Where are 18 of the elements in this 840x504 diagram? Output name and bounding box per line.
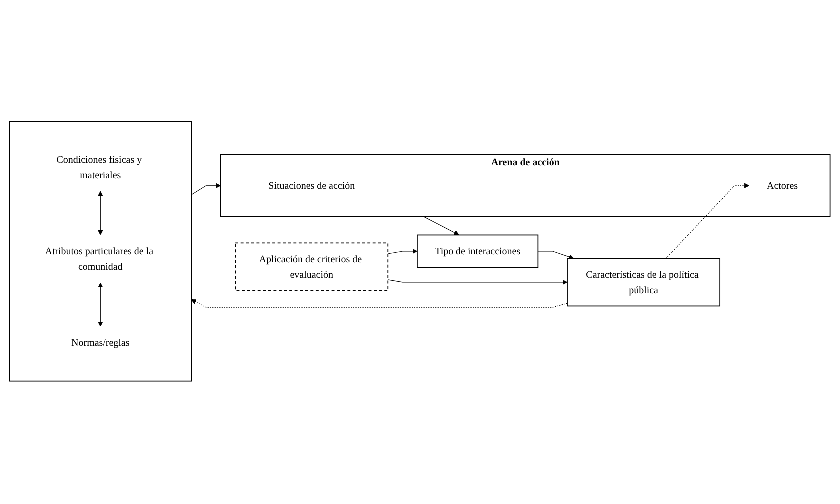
node-box: Aplicación de criterios de evaluación [235, 243, 389, 292]
node-text: Normas/reglas [72, 338, 130, 349]
arrow [98, 283, 104, 328]
arrow [191, 300, 568, 308]
node-text: Actores [767, 180, 798, 192]
arrow [98, 192, 104, 236]
arrow [388, 280, 568, 286]
arrow [538, 252, 574, 260]
node-box: Tipo de interacciones [417, 235, 539, 269]
arrow [191, 184, 222, 196]
node-text: Condiciones físicas y materiales [56, 154, 142, 181]
node-text: Situaciones de acción [268, 180, 356, 192]
arrow [388, 249, 418, 255]
node-text: Atributos particulares de la comunidad [45, 246, 154, 272]
node-box: Características de la política pública [567, 258, 721, 308]
arrow [424, 217, 460, 236]
arrow [666, 184, 750, 260]
cluster [9, 122, 192, 382]
